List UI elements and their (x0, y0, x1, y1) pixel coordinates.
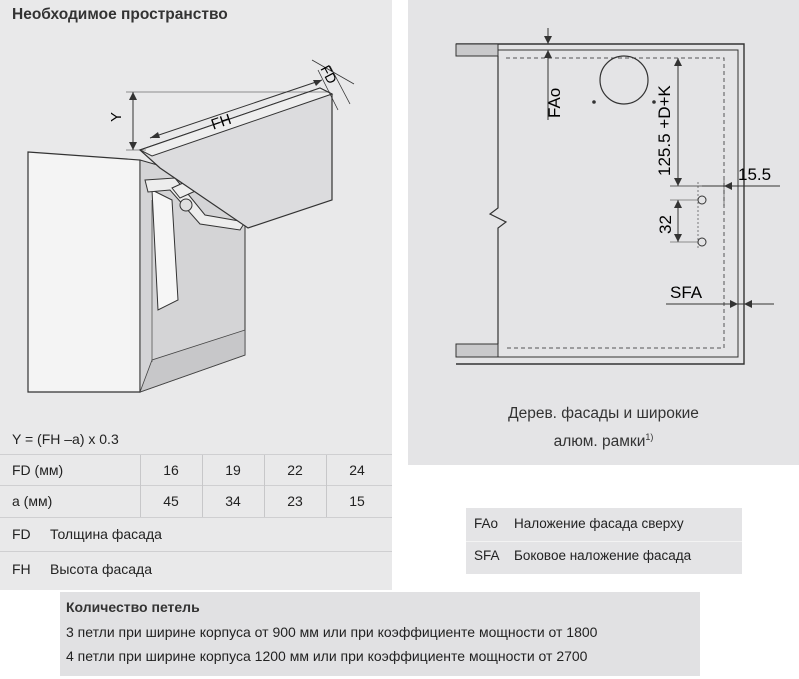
dim-15-label: 15.5 (738, 165, 771, 184)
table-cell: 22 (287, 462, 303, 478)
table-cell: 16 (163, 462, 179, 478)
lift-mechanism-arm (151, 189, 179, 311)
fao-label: FAo (545, 88, 564, 118)
dim-32-label: 32 (656, 215, 675, 234)
hinge-count-line: 4 петли при ширине корпуса 1200 мм или п… (66, 648, 588, 664)
formula: Y = (FH –a) x 0.3 (12, 431, 119, 447)
legend-item-sfa: SFA Боковое наложение фасада (474, 548, 692, 563)
row-label: FD (мм) (12, 462, 64, 478)
hinge-count-panel: Количество петель 3 петли при ширине кор… (60, 592, 700, 676)
definition-fh: FH Высота фасада (12, 561, 153, 577)
row-label: a (мм) (12, 493, 53, 509)
y-label: Y (108, 112, 125, 122)
caption-line1: Дерев. фасады и широкие (508, 405, 699, 422)
definition-fd: FD Толщина фасада (12, 526, 162, 542)
dim-125-label: 125.5 +D+K (655, 85, 674, 176)
table-cell: 34 (225, 493, 241, 509)
cabinet-lift-diagram: Y FH FD (27, 59, 355, 393)
table-cell: 45 (163, 493, 179, 509)
table-cell: 19 (225, 462, 241, 478)
cabinet-side-panel (27, 151, 141, 393)
legend-item-fao: FAo Наложение фасада сверху (474, 516, 684, 531)
footnote-marker: 1) (645, 432, 654, 442)
table-cell: 24 (349, 462, 365, 478)
table-row: FD (мм) 16 19 22 24 (0, 455, 392, 486)
space-requirements-panel: Необходимое пространство Y FH FD (0, 0, 392, 590)
table-cell: 15 (349, 493, 365, 509)
cabinet-bottom (139, 329, 246, 393)
fh-label: FH (209, 111, 233, 134)
caption-line2: алюм. рамки1) (553, 432, 654, 451)
front-overlay-panel: FAo 125.5 +D+K 32 15.5 SFA Дерев. фасады… (408, 0, 799, 465)
table-row: a (мм) 45 34 23 15 (0, 486, 392, 517)
table-cell: 23 (287, 493, 303, 509)
sfa-label: SFA (670, 283, 703, 302)
panel-title: Необходимое пространство (12, 6, 228, 23)
hinge-count-title: Количество петель (66, 599, 200, 615)
fd-label: FD (317, 62, 340, 86)
hinge-count-line: 3 петли при ширине корпуса от 900 мм или… (66, 624, 598, 640)
front-overlay-diagram: FAo 125.5 +D+K 32 15.5 SFA (455, 28, 780, 365)
abbreviation-legend: FAo Наложение фасада сверху SFA Боковое … (466, 508, 742, 574)
